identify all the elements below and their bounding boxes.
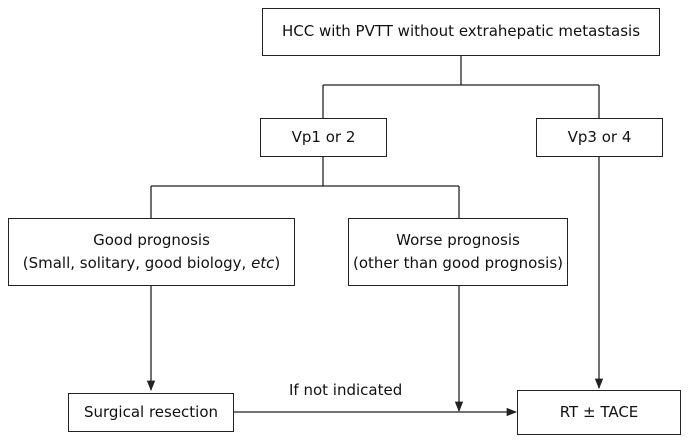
good-detail-text: (Small, solitary, good biology, (22, 254, 252, 272)
vp34-node: Vp3 or 4 (536, 118, 663, 157)
surgical-resection-node: Surgical resection (68, 393, 234, 432)
vp34-label: Vp3 or 4 (567, 127, 632, 146)
worse-prognosis-detail: (other than good prognosis) (353, 254, 563, 272)
rt-tace-label: RT ± TACE (559, 402, 639, 421)
rt-tace-node: RT ± TACE (517, 390, 681, 435)
root-label: HCC with PVTT without extrahepatic metas… (281, 22, 641, 41)
good-prognosis-node: Good prognosis (Small, solitary, good bi… (8, 218, 295, 286)
vp12-label: Vp1 or 2 (291, 127, 356, 146)
good-prognosis-title: Good prognosis (93, 230, 210, 249)
root-node: HCC with PVTT without extrahepatic metas… (262, 8, 660, 56)
worse-prognosis-title: Worse prognosis (396, 230, 520, 249)
surgical-resection-label: Surgical resection (83, 402, 219, 421)
worse-prognosis-node: Worse prognosis (other than good prognos… (348, 218, 568, 286)
vp12-node: Vp1 or 2 (260, 118, 387, 157)
good-detail-etc: etc (251, 254, 275, 272)
good-detail-close: ) (274, 254, 281, 272)
good-prognosis-detail: (Small, solitary, good biology, etc) (23, 252, 281, 275)
edge-label-if-not-indicated: If not indicated (289, 381, 403, 399)
